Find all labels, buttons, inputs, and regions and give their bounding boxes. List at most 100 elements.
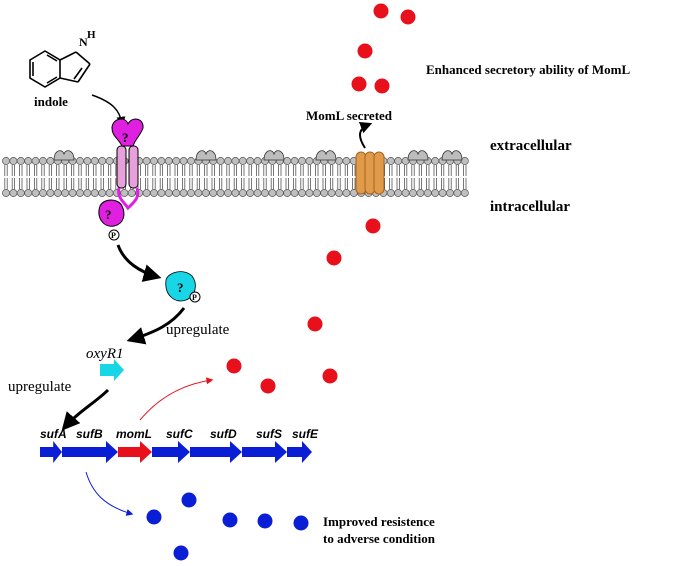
momL-dot [326,250,342,266]
phospho-regulator-label: P [192,293,197,302]
upregulate-label-2: upregulate [8,379,72,395]
phospho-regulator-icon [189,291,201,303]
enhanced-secretion-label: Enhanced secretory ability of MomL [426,62,630,77]
lipid-head [253,157,262,165]
lipid-head [305,157,314,165]
nh-label: N [79,35,88,49]
lipid-head [209,189,218,197]
lipid-head [394,189,403,197]
lipid-head [179,157,188,165]
lipid-head [394,157,403,165]
lipid-head [275,189,284,197]
extracellular-label: extracellular [490,138,572,154]
lipid-head [172,189,181,197]
intracellular-label: intracellular [490,199,570,215]
indole-label: indole [34,94,68,109]
suf-dot [146,509,162,525]
lipid-head [327,189,336,197]
oxyR1-label: oxyR1 [86,346,123,362]
lipid-head [157,189,166,197]
lipid-head [224,157,232,165]
momL-dot [351,76,367,92]
suf-dot [181,492,197,508]
lipid-head [446,189,454,197]
lipid-head [9,189,18,197]
lipid-head [61,189,70,197]
lipid-head [216,157,225,165]
lipid-head [31,189,40,197]
lipid-head [312,189,321,197]
lipid-head [460,157,469,165]
gene-label-sufD: sufD [210,427,237,441]
lipid-head [283,157,292,165]
lipid-head [142,157,151,165]
suf-expression-arrow [85,471,134,516]
momL-dot [374,78,390,94]
suf-dot [257,513,273,529]
lipid-head [31,157,40,165]
gene-label-sufE: sufE [292,427,319,441]
momL-dot [357,43,373,59]
lipid-head [150,157,158,165]
lipid-head [24,157,33,165]
cell-membrane [2,157,469,197]
oxyR1-to-operon-arrow [61,388,110,431]
improved-resistance-line1: Improved resistence [323,514,435,529]
lipid-head [9,157,18,165]
lipid-head [90,189,99,197]
membrane-proteins [53,150,463,161]
lipid-head [2,157,10,165]
lipid-head [298,157,306,165]
lipid-head [305,189,314,197]
lipid-head [98,157,107,165]
lipid-head [120,189,129,197]
gene-sufE [287,441,312,463]
lipid-head [290,157,299,165]
lipid-head [246,189,255,197]
lipid-head [416,189,425,197]
lipid-head [320,189,329,197]
lipid-head [460,189,469,197]
lipid-head [431,189,440,197]
momL-dot [322,368,338,384]
lipid-head [179,189,188,197]
lipid-head [105,189,114,197]
upregulate-label-1: upregulate [166,322,230,338]
gene-sufS [242,441,287,463]
lipid-head [39,189,47,197]
lipid-head [16,157,25,165]
momL-dot [400,9,416,25]
regulator-question: ? [177,280,184,295]
indole-structure [29,50,91,88]
lipid-head [53,189,62,197]
suf-dot [173,545,189,561]
lipid-head [46,189,55,197]
lipid-head [90,157,99,165]
kinase-question-bottom: ? [105,207,112,222]
lipid-head [298,189,306,197]
lipid-head [231,157,240,165]
gene-sufD [190,441,242,463]
momL-expression-arrow [139,377,214,421]
lipid-head [335,157,343,165]
lipid-head [83,189,92,197]
lipid-head [24,189,33,197]
lipid-head [39,157,47,165]
gene-label-sufS: sufS [256,427,282,441]
lipid-head [164,189,173,197]
membrane-protein-icon [315,150,337,161]
lipid-head [409,189,417,197]
regulator-to-oxyR1-arrow [126,307,186,345]
lipid-head [157,157,166,165]
membrane-protein-icon [195,150,217,161]
secretion-channel [355,151,385,195]
lipid-head [342,189,351,197]
suf-dot [293,515,309,531]
momL-dot [260,378,276,394]
lipid-head [238,189,247,197]
lipid-head [68,189,77,197]
suf-dot [222,512,238,528]
lipid-head [342,157,351,165]
momL-dot [365,218,381,234]
